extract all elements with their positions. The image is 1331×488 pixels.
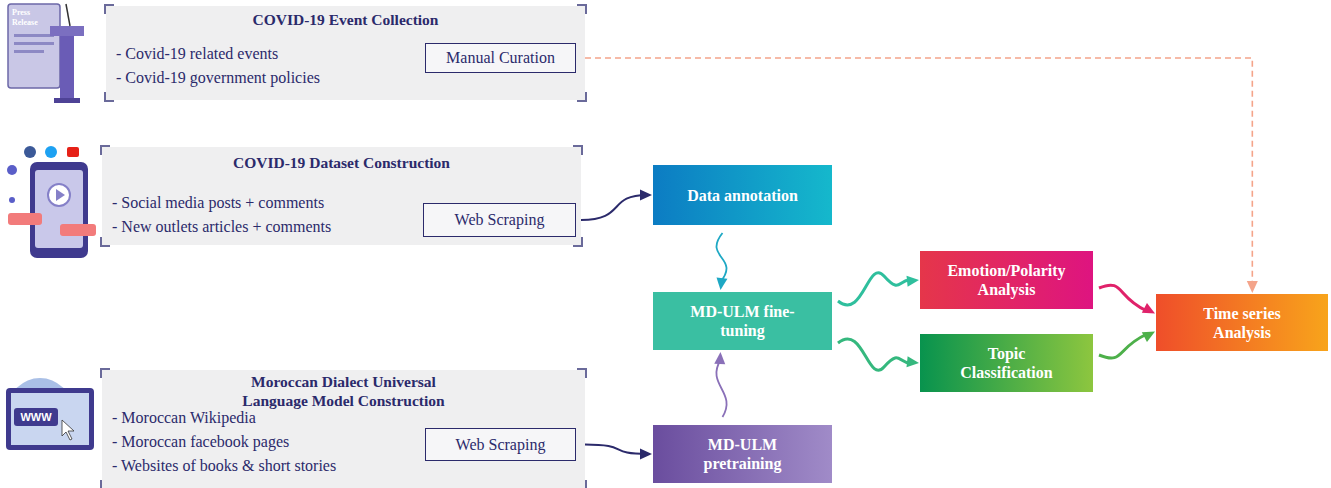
box-label: Web Scraping [455,211,545,229]
box-label: Manual Curation [446,49,555,67]
process-box: Time series Analysis [1156,294,1328,351]
arrowhead [906,356,919,367]
connector [838,273,910,305]
connector [716,233,726,282]
corner-bracket [100,368,110,378]
tool-box: Web Scraping [425,428,576,461]
connector [585,445,647,455]
bullet-item: - Covid-19 government policies [116,68,320,87]
group-panel: COVID-19 Dataset Construction - Social me… [102,147,581,245]
box-label: Topic Classification [942,344,1071,382]
icon-label: Press Release [12,8,52,28]
group-panel: COVID-19 Event Collection - Covid-19 rela… [106,6,585,100]
corner-bracket [577,92,587,102]
box-label: Web Scraping [456,436,546,454]
tool-box: Web Scraping [423,203,576,237]
web-laptop-icon: WWW [6,378,94,450]
corner-bracket [573,145,583,155]
bullet-item: - Moroccan facebook pages [112,432,289,451]
corner-bracket [100,237,110,247]
connector [1099,285,1146,310]
social-phone-icon [7,146,96,258]
panel-heading: COVID-19 Dataset Construction [102,153,581,172]
arrowhead [640,190,652,201]
process-box: MD-ULM pretraining [653,425,832,483]
press-icon [8,4,84,103]
bullet-item: - New outlets articles + comments [112,217,331,236]
bullet-item: - Social media posts + comments [112,193,324,212]
arrowhead [714,352,725,364]
corner-bracket [104,4,114,14]
box-label: MD-ULM fine-tuning [675,302,810,340]
arrowhead [1142,303,1155,313]
connector [1099,335,1146,359]
box-label: MD-ULM pretraining [675,435,810,473]
process-box: Topic Classification [920,334,1093,392]
www-text: WWW [20,411,52,423]
corner-bracket [577,4,587,14]
arrowhead [906,276,919,287]
arrowhead [1142,332,1155,342]
bullet-item: - Moroccan Wikipedia [112,408,256,427]
corner-bracket [100,480,110,488]
corner-bracket [577,368,587,378]
connector [585,58,1252,286]
panel-heading: COVID-19 Event Collection [106,10,585,29]
corner-bracket [100,145,110,155]
arrowhead [640,449,652,460]
process-box: MD-ULM fine-tuning [653,292,832,350]
process-box: Data annotation [653,165,832,225]
box-label: Data annotation [687,186,798,205]
corner-bracket [573,237,583,247]
box-label: Emotion/Polarity Analysis [942,261,1071,299]
tool-box: Manual Curation [425,43,576,73]
process-box: Emotion/Polarity Analysis [920,251,1093,309]
connector [716,360,726,417]
box-label: Time series Analysis [1178,304,1306,342]
group-panel: Moroccan Dialect Universal Language Mode… [102,370,585,488]
connector [838,339,910,370]
connector [581,195,647,220]
bullet-item: - Covid-19 related events [116,44,278,63]
corner-bracket [104,92,114,102]
arrowhead [717,277,728,290]
arrowhead [1247,281,1258,293]
panel-heading: Moroccan Dialect Universal Language Mode… [194,372,494,410]
corner-bracket [577,480,587,488]
bullet-item: - Websites of books & short stories [112,456,336,475]
